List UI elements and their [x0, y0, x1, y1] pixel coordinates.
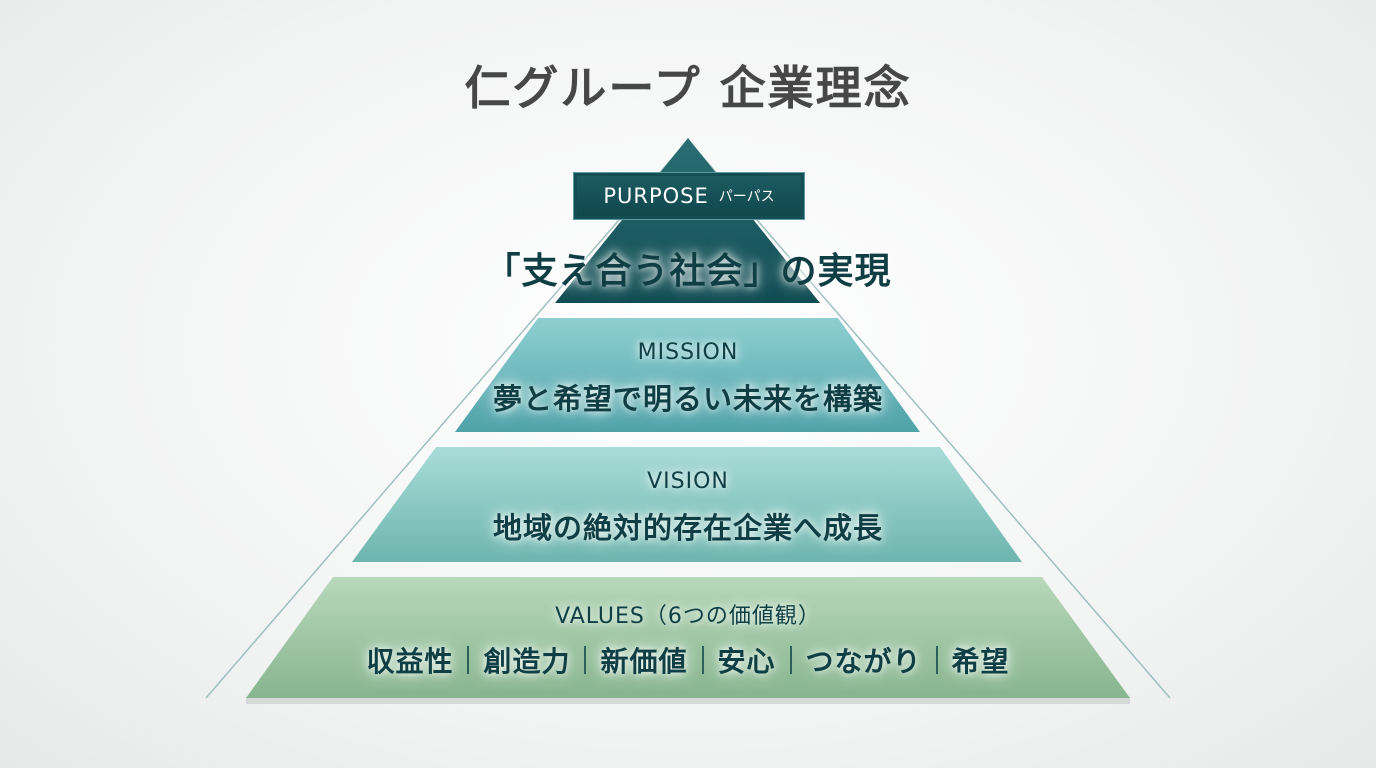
value-item: 希望	[951, 645, 1010, 678]
page-title: 仁グループ 企業理念	[464, 61, 912, 115]
purpose-badge: PURPOSE パーパス	[573, 172, 805, 220]
separator	[935, 646, 938, 674]
separator	[701, 646, 704, 674]
purpose-label: PURPOSE	[603, 184, 709, 208]
values-label: VALUES（6つの価値観）	[555, 604, 821, 629]
tier-mission	[455, 318, 920, 432]
purpose-text: 「支え合う社会」の実現	[484, 250, 892, 292]
mission-text: 夢と希望で明るい未来を構築	[492, 382, 883, 416]
outline-right	[687, 139, 1171, 699]
value-item: 新価値	[600, 645, 688, 678]
outline-left	[205, 139, 689, 699]
separator	[789, 646, 792, 674]
tier-values	[246, 577, 1130, 698]
vision-text: 地域の絶対的存在企業へ成長	[492, 511, 883, 545]
separator	[584, 646, 587, 674]
value-item: 収益性	[366, 645, 454, 678]
vision-label: VISION	[647, 469, 729, 494]
value-item: 創造力	[483, 645, 571, 678]
separator	[467, 646, 470, 674]
tier-purpose	[555, 138, 820, 303]
mission-label: MISSION	[637, 340, 739, 365]
value-item: 安心	[717, 645, 776, 678]
values-list: 収益性 創造力 新価値 安心 つながり 希望	[0, 640, 1376, 680]
tier-vision	[352, 447, 1022, 562]
value-item: つながり	[805, 645, 922, 678]
purpose-label-jp: パーパス	[718, 189, 775, 205]
